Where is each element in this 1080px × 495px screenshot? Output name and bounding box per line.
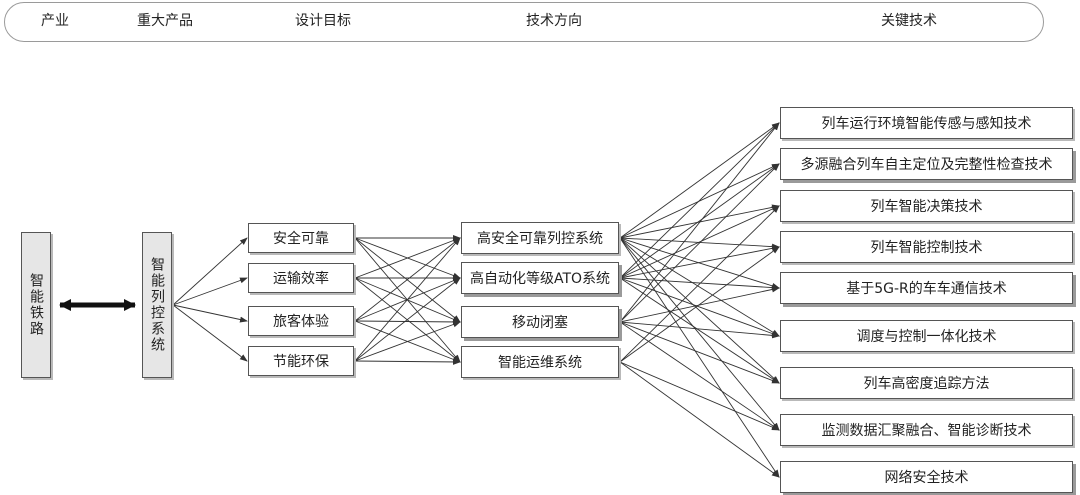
key-tech-box: 调度与控制一体化技术 (780, 320, 1073, 352)
direction-tech-link (619, 321, 780, 339)
goal-direction-link (354, 237, 461, 322)
direction-tech-link (619, 277, 780, 291)
direction-tech-link (619, 163, 780, 323)
key-tech-box: 列车高密度追踪方法 (780, 367, 1073, 399)
industry-box: 智能铁路 (21, 232, 51, 378)
direction-tech-link (619, 321, 780, 384)
header-step-goal: 设计目标 (295, 13, 351, 29)
goal-direction-link (354, 237, 461, 279)
flow-links (172, 122, 780, 478)
key-tech-box: 列车智能决策技术 (780, 190, 1073, 222)
goal-direction-link (354, 321, 461, 362)
product-goal-link (172, 304, 248, 362)
direction-box: 高安全可靠列控系统 (461, 222, 619, 254)
direction-tech-link (619, 246, 780, 363)
goal-direction-link (354, 277, 461, 362)
key-tech-box: 多源融合列车自主定位及完整性检查技术 (780, 148, 1073, 180)
header-step-key-tech: 关键技术 (881, 13, 937, 29)
product-box: 智能列控系统 (142, 232, 172, 378)
direction-tech-link (619, 205, 780, 279)
direction-tech-link (619, 205, 780, 363)
header-step-direction: 技术方向 (526, 13, 582, 29)
goal-box: 安全可靠 (248, 223, 354, 253)
direction-tech-link (619, 122, 780, 279)
product-goal-link (172, 304, 248, 323)
direction-tech-link (619, 237, 780, 337)
key-tech-box: 列车智能控制技术 (780, 231, 1073, 263)
direction-tech-link (619, 277, 780, 337)
direction-tech-link (619, 277, 780, 384)
direction-box: 智能运维系统 (461, 346, 619, 378)
goal-direction-link (354, 318, 461, 325)
direction-tech-link (619, 237, 780, 289)
direction-tech-link (619, 237, 780, 431)
key-tech-box: 基于5G-R的车车通信技术 (780, 272, 1073, 304)
goal-box: 旅客体验 (248, 306, 354, 336)
key-tech-box: 网络安全技术 (780, 461, 1073, 493)
direction-tech-link (619, 361, 780, 478)
direction-box: 高自动化等级ATO系统 (461, 262, 619, 294)
direction-tech-link (619, 122, 780, 323)
product-goal-link (172, 237, 248, 306)
direction-tech-link (619, 245, 780, 279)
process-header: 产业 重大产品 设计目标 技术方向 关键技术 (4, 2, 1044, 42)
goal-direction-link (354, 237, 461, 362)
header-step-product: 重大产品 (137, 13, 193, 29)
goal-box: 节能环保 (248, 346, 354, 376)
direction-tech-link (619, 361, 780, 431)
goal-direction-link (354, 358, 461, 365)
direction-tech-link (619, 163, 780, 279)
direction-tech-link (619, 237, 780, 478)
goal-box: 运输效率 (248, 263, 354, 293)
product-goal-link (172, 277, 248, 306)
key-tech-box: 列车运行环境智能传感与感知技术 (780, 107, 1073, 139)
direction-tech-link (619, 321, 780, 431)
direction-tech-link (619, 237, 780, 384)
direction-tech-link (619, 122, 780, 239)
key-tech-box: 监测数据汇聚融合、智能诊断技术 (780, 414, 1073, 446)
direction-box: 移动闭塞 (461, 306, 619, 338)
header-step-industry: 产业 (41, 13, 69, 29)
